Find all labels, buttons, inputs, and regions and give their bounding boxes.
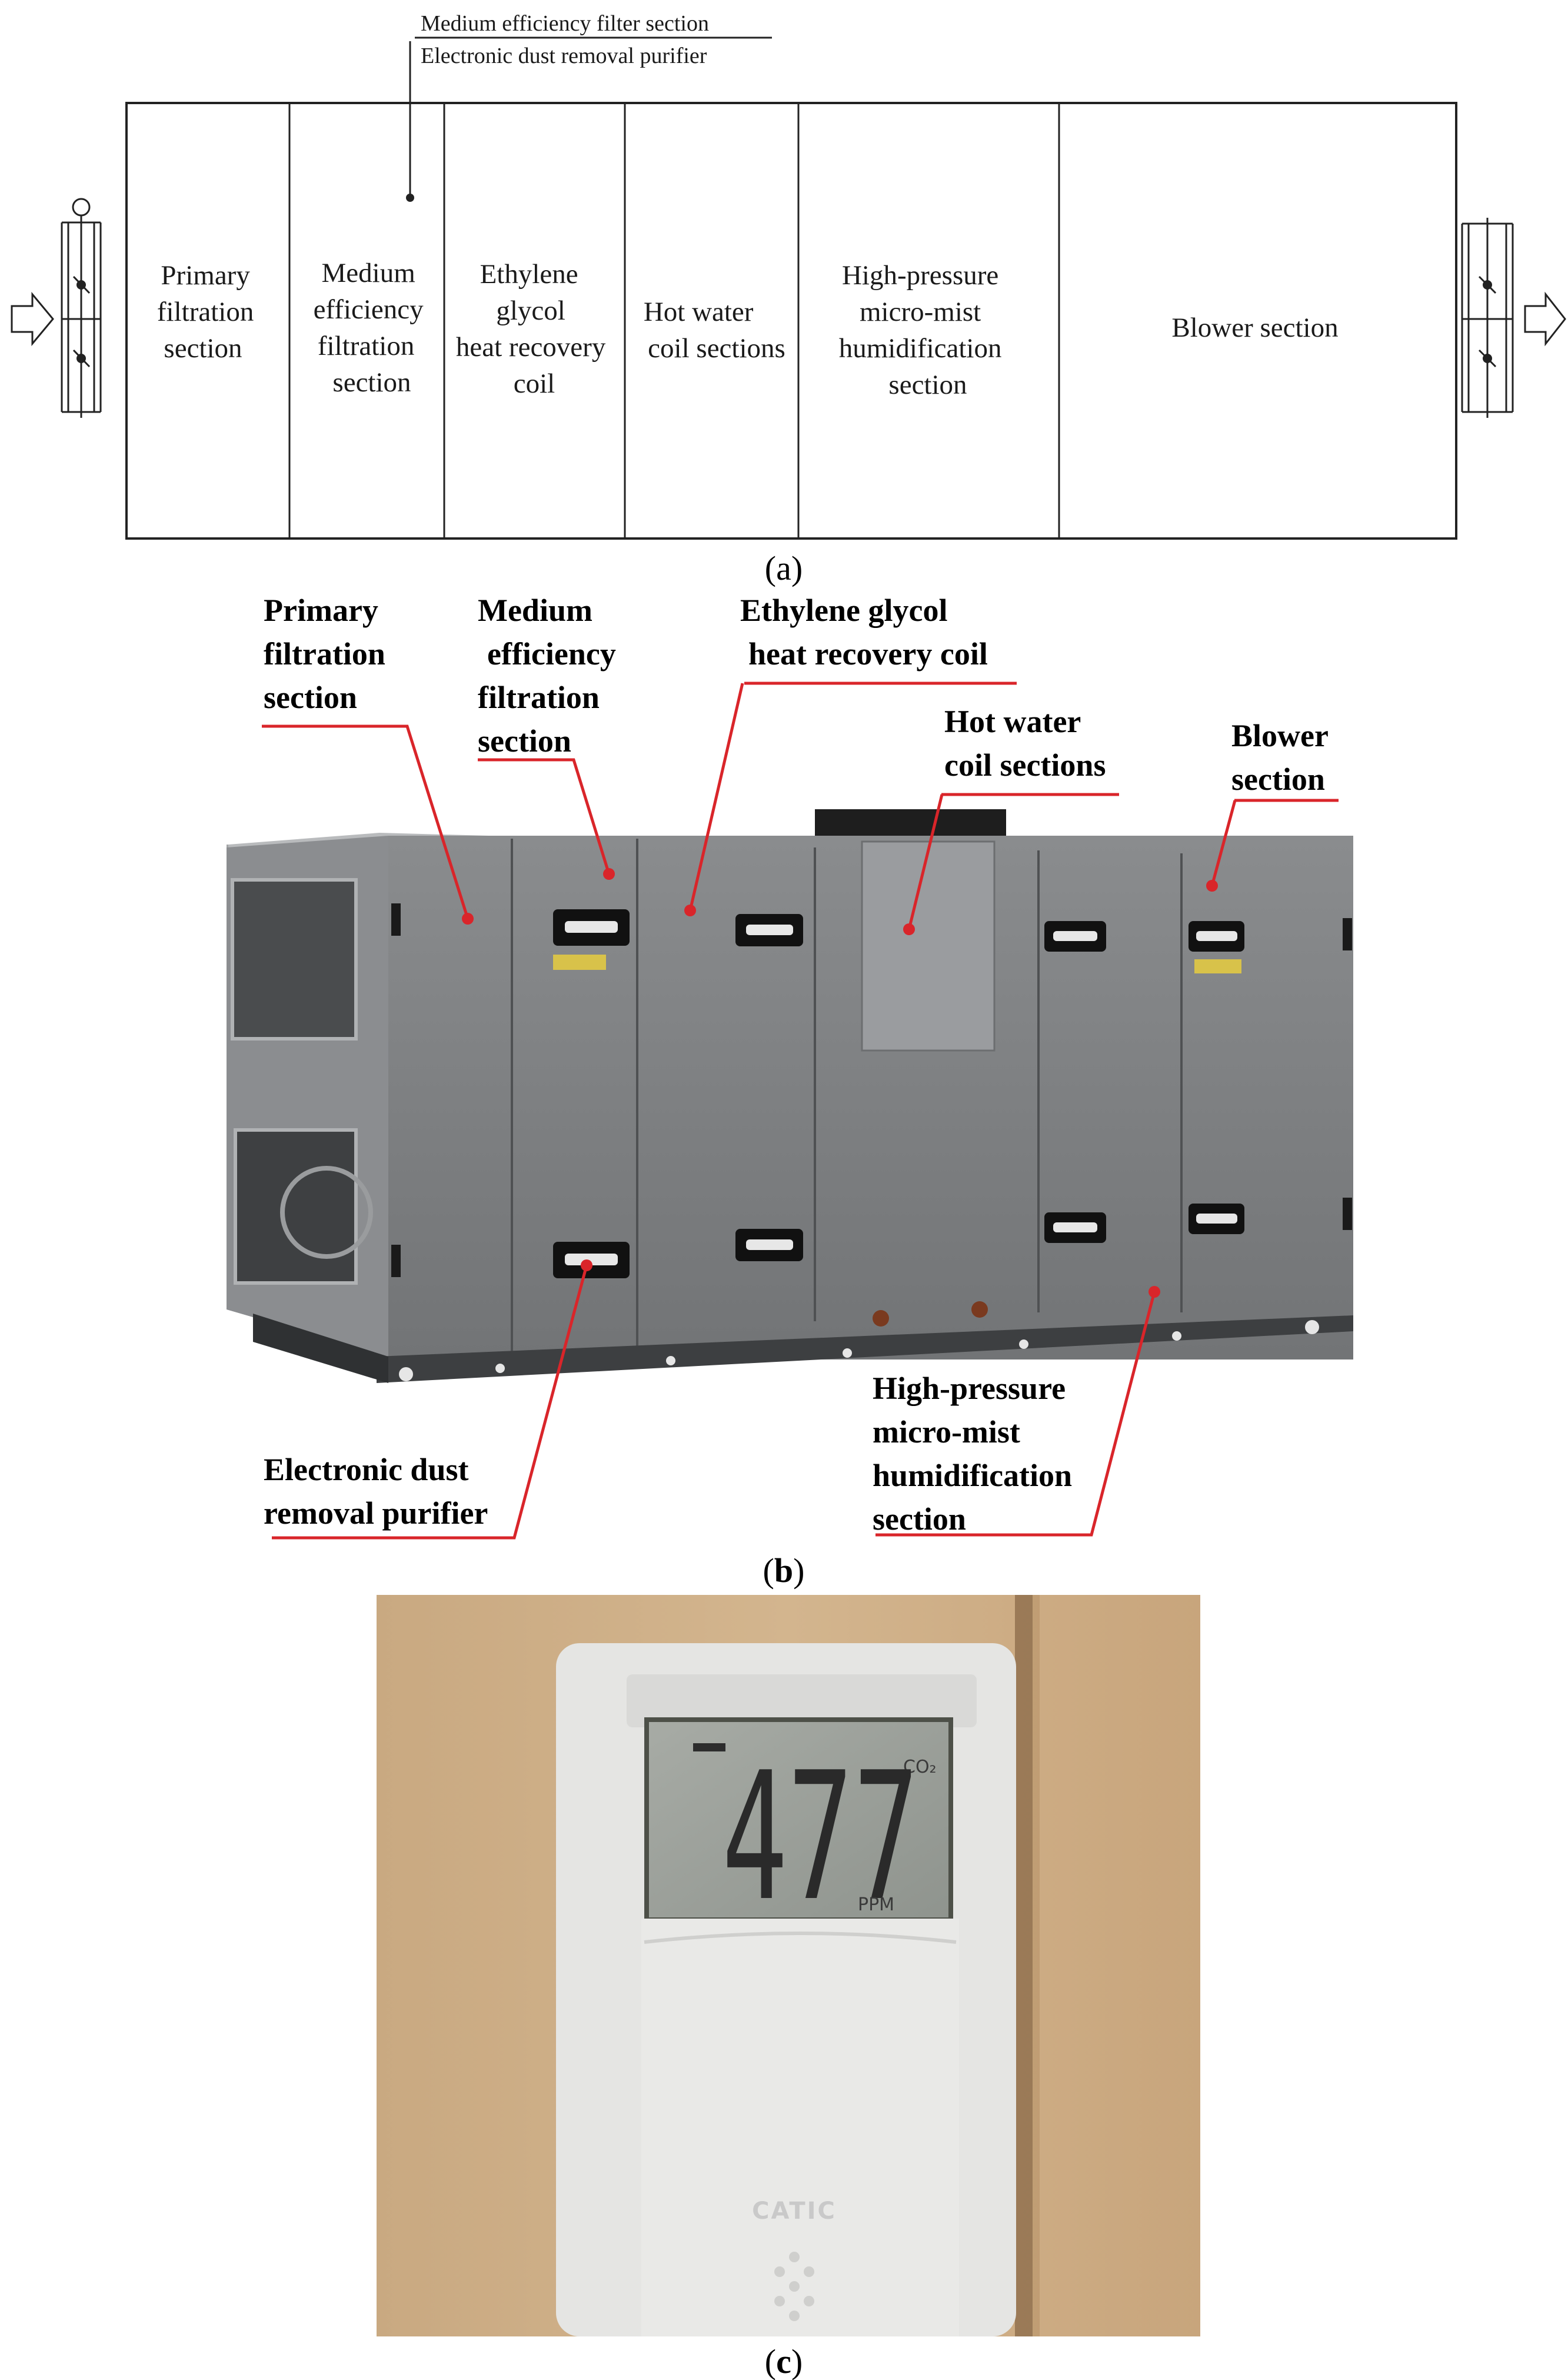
outlet-damper-blade-1 xyxy=(1483,280,1492,290)
section-medium-label: Medium efficiency filtration section xyxy=(314,258,431,398)
warning-sticker-right xyxy=(1194,959,1241,973)
lcd-unit-bottom: PPM xyxy=(858,1894,894,1915)
top-note-line2: Electronic dust removal purifier xyxy=(421,44,707,68)
warning-sticker-left xyxy=(553,955,606,970)
inlet-damper xyxy=(62,199,101,418)
section-humid-label: High-pressure micro-mist humidification … xyxy=(839,260,1008,400)
label-dust: Electronic dust removal purifier xyxy=(264,1452,488,1531)
outlet-damper xyxy=(1462,218,1513,418)
caption-b: (b) xyxy=(763,1551,805,1590)
label-hotwater: Hot water coil sections xyxy=(944,704,1106,783)
pipe-connector-1 xyxy=(873,1310,889,1327)
panel-b-unit-photo xyxy=(227,809,1353,1383)
panel-a-schematic: Medium efficiency filter section Electro… xyxy=(12,11,1565,587)
label-medium: Medium efficiency filtration section xyxy=(478,593,624,759)
section-glycol-label: Ethylene glycol heat recovery coil xyxy=(456,259,612,399)
section-blower-label: Blower section xyxy=(1171,313,1338,343)
lcd-segment-indicator xyxy=(693,1743,725,1751)
outlet-airflow-arrow xyxy=(1525,294,1565,344)
caption-a: (a) xyxy=(765,549,803,587)
caption-c: (c) xyxy=(765,2342,803,2380)
top-note-leader-dot xyxy=(406,194,414,202)
label-blower: Blower section xyxy=(1231,718,1336,797)
sensor-cover xyxy=(641,1919,959,2336)
wood-seam-highlight xyxy=(1033,1595,1040,2336)
control-box xyxy=(862,842,994,1051)
inlet-damper-blade-2 xyxy=(76,354,86,363)
label-primary: Primary filtration section xyxy=(264,593,393,715)
section-primary-label: Primary filtration section xyxy=(157,260,261,364)
top-note-line1: Medium efficiency filter section xyxy=(421,11,709,36)
sensor-brand: CATIC xyxy=(752,2198,837,2225)
panel-c-sensor-photo: CO₂ 477 PPM CATIC xyxy=(377,1595,1200,2336)
pipe-connector-2 xyxy=(971,1301,988,1318)
label-humid: High-pressure micro-mist humidification … xyxy=(873,1371,1080,1537)
section-hotwater-label: Hot water coil sections xyxy=(644,297,785,364)
outlet-damper-blade-2 xyxy=(1483,354,1492,363)
wood-seam xyxy=(1015,1595,1033,2336)
inlet-opening-bottom xyxy=(235,1130,356,1283)
label-glycol: Ethylene glycol heat recovery coil xyxy=(740,593,988,672)
inlet-opening-top xyxy=(232,880,356,1039)
inlet-damper-blade-1 xyxy=(76,280,86,290)
inlet-airflow-arrow xyxy=(12,294,53,344)
